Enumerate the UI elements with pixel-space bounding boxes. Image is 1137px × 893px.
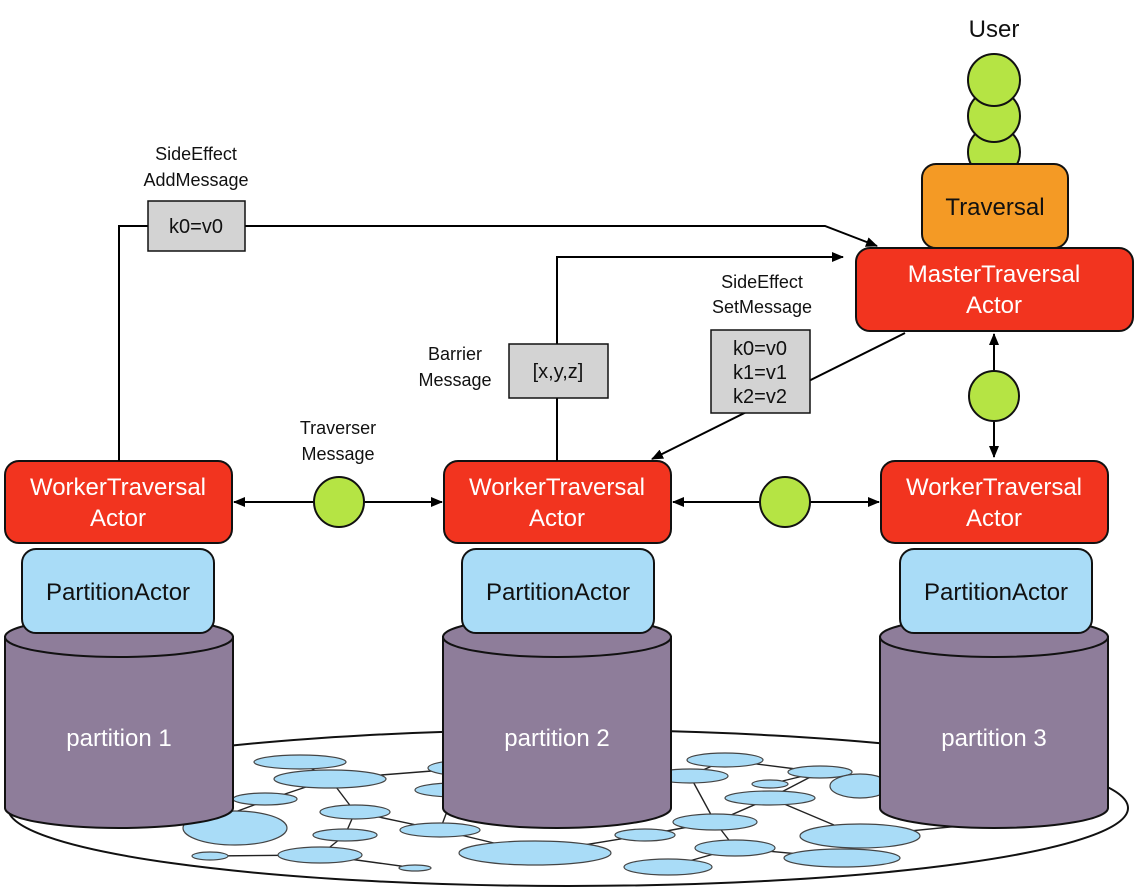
traverser-circle: [313, 476, 365, 528]
partition-actor-1-label: PartitionActor: [46, 579, 190, 606]
barrier-message-line2: Message: [418, 370, 491, 390]
side-effect-set-box-line2: k1=v1: [733, 362, 787, 384]
worker-traversal-actor-3: WorkerTraversal Actor: [880, 460, 1109, 544]
barrier-box-text: [x,y,z]: [533, 361, 584, 383]
traverser-circle: [759, 476, 811, 528]
master-worker3-link: [968, 333, 1020, 458]
partition-2-label: partition 2: [504, 725, 609, 752]
side-effect-add-line2: AddMessage: [143, 170, 248, 190]
partition-3-label: partition 3: [941, 725, 1046, 752]
traverser-message-line1: Traverser: [300, 418, 376, 438]
worker1-worker2-link: [233, 476, 443, 528]
side-effect-add-box-text: k0=v0: [169, 216, 223, 238]
traversal-label: Traversal: [945, 194, 1044, 221]
barrier-message-box: [x,y,z]: [508, 343, 609, 399]
traverser-circle: [967, 53, 1021, 107]
partition-cylinder-1: partition 1: [4, 616, 234, 829]
partition-actor-2: PartitionActor: [461, 548, 655, 634]
master-line1: MasterTraversal: [908, 261, 1080, 288]
master-traversal-actor: MasterTraversal Actor: [855, 247, 1134, 332]
worker-traversal-actor-1: WorkerTraversal Actor: [4, 460, 233, 544]
worker-traversal-actor-2: WorkerTraversal Actor: [443, 460, 672, 544]
side-effect-add-path: [118, 225, 878, 461]
user-traversers: [967, 53, 1021, 179]
side-effect-add-line1: SideEffect: [155, 144, 237, 164]
side-effect-set-box: k0=v0 k1=v1 k2=v2: [710, 329, 811, 414]
partition-actor-2-label: PartitionActor: [486, 579, 630, 606]
barrier-message-line1: Barrier: [428, 344, 482, 364]
partition-cylinder-2: partition 2: [442, 616, 672, 829]
worker-3-line2: Actor: [966, 505, 1022, 532]
side-effect-set-line1: SideEffect: [721, 272, 803, 292]
worker-3-line1: WorkerTraversal: [906, 474, 1082, 501]
user-label: User: [969, 16, 1020, 43]
worker-1-line2: Actor: [90, 505, 146, 532]
traverser-circle: [968, 370, 1020, 422]
partition-1-label: partition 1: [66, 725, 171, 752]
master-line2: Actor: [966, 292, 1022, 319]
traversal-box: Traversal: [921, 163, 1069, 249]
side-effect-set-box-line1: k0=v0: [733, 338, 787, 360]
side-effect-set-box-line3: k2=v2: [733, 386, 787, 408]
worker-2-line2: Actor: [529, 505, 585, 532]
traverser-message-line2: Message: [301, 444, 374, 464]
partition-cylinder-3: partition 3: [879, 616, 1109, 829]
worker-1-line1: WorkerTraversal: [30, 474, 206, 501]
partition-actor-3-label: PartitionActor: [924, 579, 1068, 606]
partition-actor-3: PartitionActor: [899, 548, 1093, 634]
worker2-worker3-link: [672, 476, 880, 528]
partition-actor-1: PartitionActor: [21, 548, 215, 634]
side-effect-add-box: k0=v0: [147, 200, 246, 252]
side-effect-set-line2: SetMessage: [712, 297, 812, 317]
worker-2-line1: WorkerTraversal: [469, 474, 645, 501]
